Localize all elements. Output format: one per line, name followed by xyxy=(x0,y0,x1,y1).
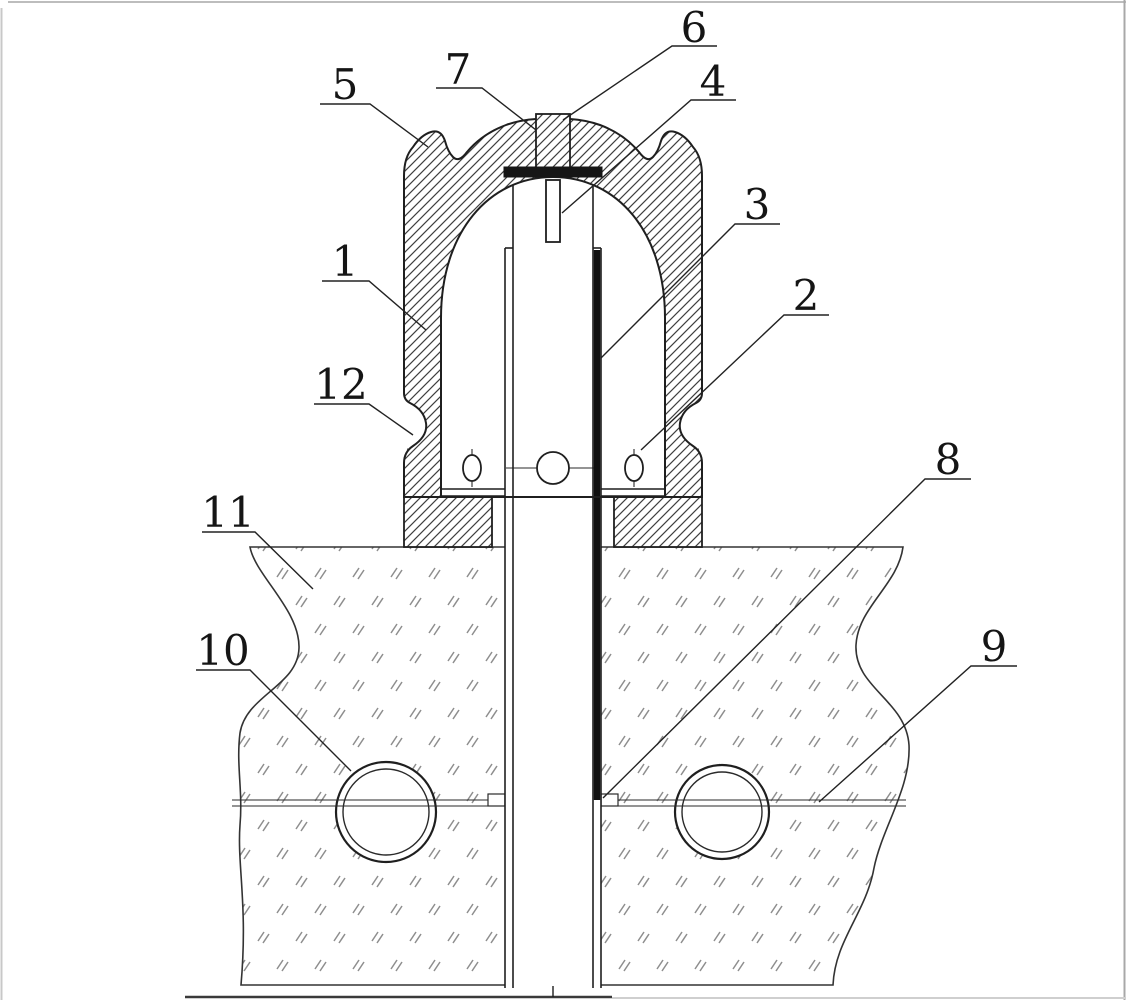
leader-line-11 xyxy=(202,531,314,590)
inner-rod xyxy=(545,179,561,243)
leader-line-3 xyxy=(600,223,780,359)
buried-pipe-right xyxy=(673,763,771,861)
part-label-7: 7 xyxy=(445,45,472,94)
leader-line-12 xyxy=(314,403,414,436)
part-label-11: 11 xyxy=(201,488,254,537)
buried-pipe-left xyxy=(334,760,438,864)
part-label-2: 2 xyxy=(793,271,820,320)
part-labels: 5 7 6 4 3 2 1 12 11 10 8 9 xyxy=(196,3,1007,675)
part-label-12: 12 xyxy=(314,360,367,409)
tube-center-hole xyxy=(536,451,570,485)
tube-main-body xyxy=(505,248,601,988)
part-label-9: 9 xyxy=(981,622,1008,671)
part-label-1: 1 xyxy=(332,237,359,286)
seam-collar-right xyxy=(600,793,619,807)
part-label-10: 10 xyxy=(196,626,249,675)
part-label-5: 5 xyxy=(332,60,359,109)
base-flange xyxy=(403,448,703,548)
leader-line-2 xyxy=(640,314,829,451)
top-plug xyxy=(503,113,603,243)
part-label-8: 8 xyxy=(935,435,962,484)
leader-line-1 xyxy=(322,280,427,331)
leader-lines xyxy=(196,45,1017,803)
pipe-left-inner-circle xyxy=(342,768,430,856)
leader-line-6 xyxy=(562,45,717,121)
top-plug-insert xyxy=(535,113,571,169)
seam-collar-left xyxy=(487,793,506,807)
leader-line-7 xyxy=(436,87,537,131)
leader-line-8 xyxy=(602,478,971,799)
leader-line-9 xyxy=(818,665,1017,803)
bolt-hole-right xyxy=(624,454,644,482)
part-label-4: 4 xyxy=(700,57,727,106)
flange-bolt-holes xyxy=(462,449,644,487)
flange-block-right xyxy=(613,496,703,548)
leader-line-4 xyxy=(561,99,736,214)
bolt-hole-left xyxy=(462,454,482,482)
tube-cap-bar xyxy=(503,166,603,178)
pipe-right-inner-circle xyxy=(681,771,763,853)
part-label-3: 3 xyxy=(744,180,771,229)
flange-block-left xyxy=(403,496,493,548)
leader-line-5 xyxy=(320,103,429,148)
center-tube xyxy=(504,177,602,997)
leader-line-10 xyxy=(196,669,352,772)
part-label-6: 6 xyxy=(681,3,708,52)
